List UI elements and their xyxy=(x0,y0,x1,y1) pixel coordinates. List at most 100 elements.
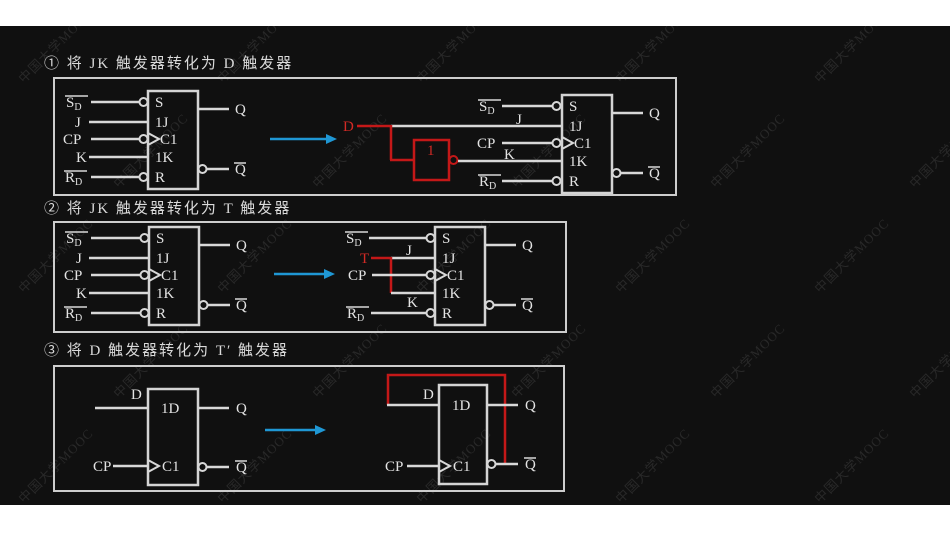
pin-label-c1: C1 xyxy=(447,268,465,284)
flipflop-body xyxy=(437,383,489,486)
pin-label-c1: C1 xyxy=(162,459,180,475)
rd-input-label: RD xyxy=(347,306,364,324)
bubble-c1 xyxy=(551,138,562,148)
pin-label-c1: C1 xyxy=(453,459,471,475)
watermark-text: 中国大学MOOC xyxy=(811,26,893,87)
pin-label-1j: 1J xyxy=(155,115,169,131)
flipflop-body xyxy=(147,225,201,327)
bubble-s xyxy=(425,233,436,243)
sd-input-label: SD xyxy=(66,231,82,249)
clock-triangle-icon xyxy=(148,268,163,282)
t-input-label: T xyxy=(360,251,369,267)
clock-triangle-icon xyxy=(147,132,162,146)
section2-title: ② 将 JK 触发器转化为 T 触发器 xyxy=(44,201,292,217)
bubble-c1 xyxy=(425,270,436,280)
conversion-arrow xyxy=(274,269,335,279)
k-wire-label: K xyxy=(504,147,515,163)
cp-input-label: CP xyxy=(64,268,82,284)
j-wire-label: J xyxy=(516,112,522,128)
watermark-text: 中国大学MOOC xyxy=(612,215,694,297)
section2-circuit-svg: SD J CP K RD S 1J C1 1K R Q Q xyxy=(64,225,533,327)
bubble-r xyxy=(551,176,562,186)
bubble-s xyxy=(139,233,150,243)
section1-box: SD J CP K RD S 1J C1 1K R Q Q xyxy=(53,77,677,196)
section3-circuit-svg: D 1D C1 CP Q Q xyxy=(93,373,536,487)
watermark-text: 中国大学MOOC xyxy=(612,425,694,505)
d-input-label: D xyxy=(343,119,354,135)
q-output-label: Q xyxy=(522,238,533,254)
jk-flipflop-source: SD J CP K RD S 1J C1 1K R Q Q xyxy=(64,225,247,327)
qbar-output-label: Q xyxy=(525,457,536,473)
not-gate-label: 1 xyxy=(427,143,435,159)
pin-label-r: R xyxy=(442,306,452,322)
section1-circuit-svg: SD J CP K RD S 1J C1 1K R Q Q xyxy=(63,89,660,195)
pin-label-1k: 1K xyxy=(442,286,461,302)
pin-label-r: R xyxy=(569,174,579,190)
clock-triangle-icon xyxy=(434,268,449,282)
pin-label-s: S xyxy=(569,99,577,115)
k-wire-label: K xyxy=(407,295,418,311)
bubble-r xyxy=(138,172,149,182)
section3-box: D 1D C1 CP Q Q xyxy=(53,365,565,492)
qbar-output-label: Q xyxy=(649,166,660,182)
bubble-s xyxy=(551,101,562,111)
qbar-output-label: Q xyxy=(236,460,247,476)
q-output-label: Q xyxy=(649,106,660,122)
pin-label-c1: C1 xyxy=(160,132,178,148)
cp-input-label: CP xyxy=(348,268,366,284)
bubble-r xyxy=(139,308,150,318)
d-input-label: D xyxy=(423,387,434,403)
arrow-head-icon xyxy=(326,134,337,144)
watermark-text: 中国大学MOOC xyxy=(707,110,789,192)
pin-label-1d: 1D xyxy=(161,401,180,417)
cp-input-label: CP xyxy=(385,459,403,475)
pin-label-s: S xyxy=(155,95,163,111)
d-flipflop-source: D 1D C1 CP Q Q xyxy=(93,387,247,487)
bubble-s xyxy=(138,97,149,107)
bubble-qbar xyxy=(611,168,622,178)
pin-label-s: S xyxy=(156,231,164,247)
flipflop-body xyxy=(433,225,487,327)
section2-box: SD J CP K RD S 1J C1 1K R Q Q xyxy=(53,221,567,333)
pin-label-1j: 1J xyxy=(156,251,170,267)
bubble-qbar xyxy=(197,462,208,472)
clock-triangle-icon xyxy=(561,136,576,150)
not-gate-bubble xyxy=(448,155,459,165)
pin-label-1k: 1K xyxy=(156,286,175,302)
k-input-label: K xyxy=(76,286,87,302)
q-output-label: Q xyxy=(236,238,247,254)
qbar-output-label: Q xyxy=(236,298,247,314)
pin-label-c1: C1 xyxy=(161,268,179,284)
flipflop-body xyxy=(146,387,200,487)
cp-input-label: CP xyxy=(93,459,111,475)
pin-label-1j: 1J xyxy=(569,119,583,135)
pin-label-1j: 1J xyxy=(442,251,456,267)
watermark-text: 中国大学MOOC xyxy=(811,425,893,505)
sd-input-label: SD xyxy=(66,95,82,113)
rd-input-label: RD xyxy=(479,174,496,192)
conversion-arrow xyxy=(270,134,337,144)
section1-title: ① 将 JK 触发器转化为 D 触发器 xyxy=(44,56,294,72)
bubble-qbar xyxy=(484,300,495,310)
bubble-qbar xyxy=(198,300,209,310)
pin-label-c1: C1 xyxy=(574,136,592,152)
j-input-label: J xyxy=(75,115,81,131)
clock-triangle-icon xyxy=(438,459,453,473)
watermark-text: 中国大学MOOC xyxy=(811,215,893,297)
j-input-label: J xyxy=(76,251,82,267)
bubble-c1 xyxy=(138,134,149,144)
qbar-output-label: Q xyxy=(522,298,533,314)
qbar-output-label: Q xyxy=(235,162,246,178)
j-wire-label: J xyxy=(406,243,412,259)
bubble-qbar xyxy=(197,164,208,174)
jk-as-t-flipflop: SD T J CP K RD xyxy=(345,225,533,327)
bubble-r xyxy=(425,308,436,318)
pin-label-1k: 1K xyxy=(155,150,174,166)
red-feedback-wire xyxy=(386,373,507,464)
pin-label-1k: 1K xyxy=(569,154,588,170)
flipflop-body xyxy=(146,89,200,191)
rd-input-label: RD xyxy=(65,306,82,324)
bubble-c1 xyxy=(139,270,150,280)
